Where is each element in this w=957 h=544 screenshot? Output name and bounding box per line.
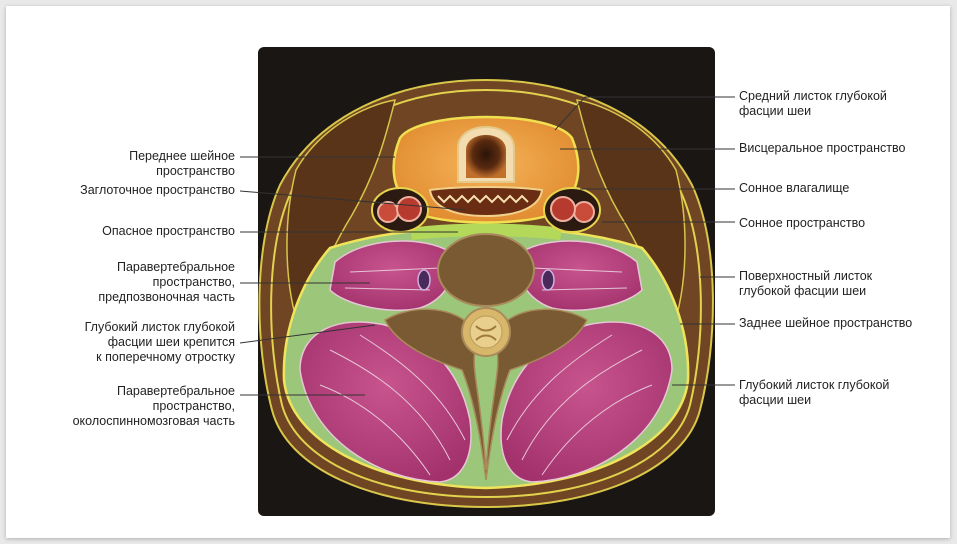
tracheal-lumen [466,135,506,178]
label-visceral-space: Висцеральное пространство [739,141,905,156]
label-posterior-cervical-space: Заднее шейное пространство [739,316,912,331]
label-prevertebral-space: Паравертебральное пространство, предпозв… [98,260,235,305]
left-vertebral-artery [418,270,430,290]
label-middle-layer-deep-fascia: Средний листок глубокой фасции шеи [739,89,887,119]
label-deep-layer-attachment: Глубокий листок глубокой фасции шеи креп… [85,320,235,365]
label-carotid-sheath: Сонное влагалище [739,181,849,196]
label-retropharyngeal-space: Заглоточное пространство [80,183,235,198]
right-carotid-sheath [544,188,600,232]
right-vertebral-artery [542,270,554,290]
label-anterior-cervical-space: Переднее шейное пространство [129,149,235,179]
left-carotid-sheath [372,188,428,232]
label-danger-space: Опасное пространство [102,224,235,239]
label-carotid-space: Сонное пространство [739,216,865,231]
label-paraspinal-space: Паравертебральное пространство, околоспи… [73,384,235,429]
label-superficial-layer-deep-fascia: Поверхностный листок глубокой фасции шеи [739,269,872,299]
spinal-cord [470,316,502,348]
label-deep-layer-deep-fascia: Глубокий листок глубокой фасции шеи [739,378,889,408]
vertebral-body [438,234,534,306]
